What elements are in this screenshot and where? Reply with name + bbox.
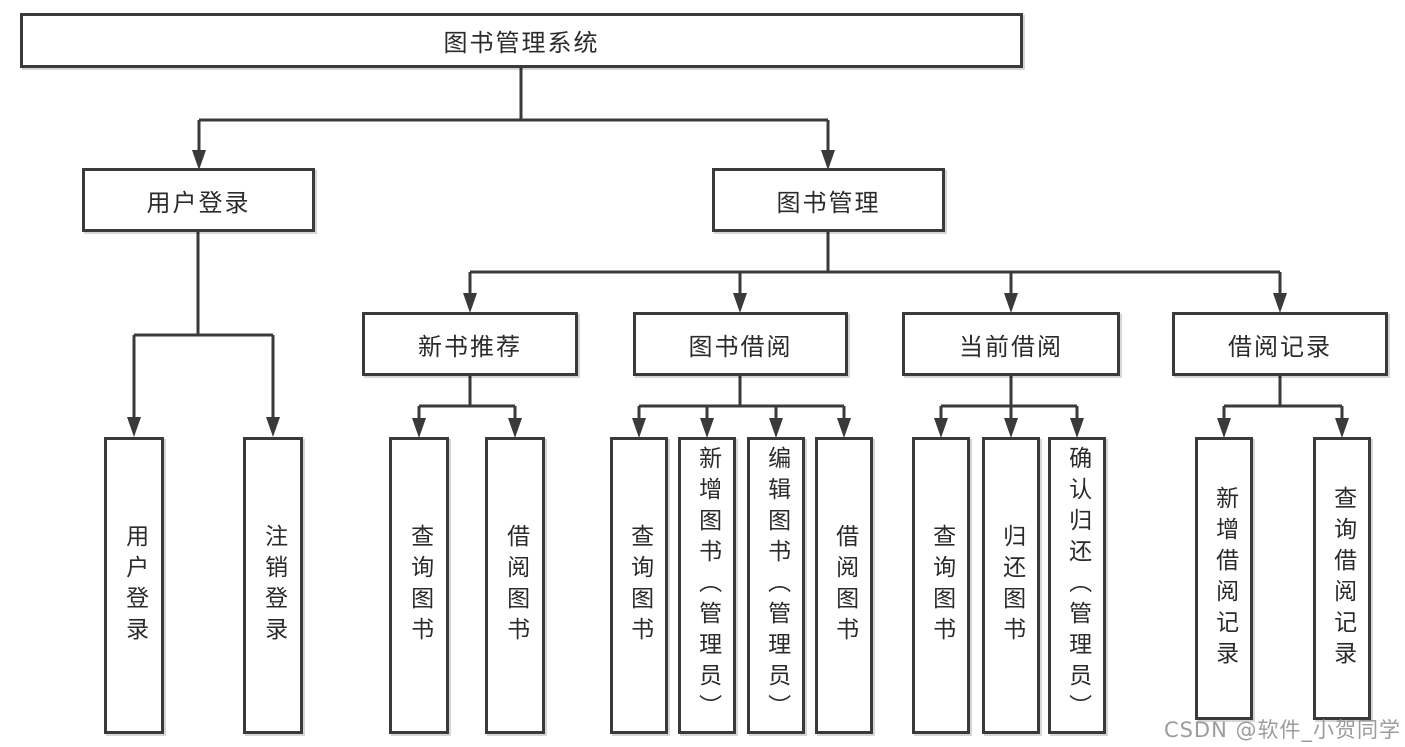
node-book-borrow: 图书借阅 xyxy=(633,312,848,376)
connector-paths xyxy=(132,68,1344,419)
node-borrow-records: 借阅记录 xyxy=(1172,312,1388,376)
leaf-label: 确认归还（管理员） xyxy=(1064,446,1091,725)
leaf-label: 新增图书（管理员） xyxy=(694,446,721,725)
leaf-newbooks-borrow: 借阅图书 xyxy=(485,437,545,734)
leaf-label: 查询图书 xyxy=(406,523,433,648)
leaf-record-add: 新增借阅记录 xyxy=(1195,437,1253,720)
leaf-user-login: 用户登录 xyxy=(104,437,164,734)
leaf-label: 借阅图书 xyxy=(502,523,529,648)
node-book-borrow-label: 图书借阅 xyxy=(688,332,793,361)
leaf-current-confirm: 确认归还（管理员） xyxy=(1048,437,1106,734)
leaf-logout: 注销登录 xyxy=(243,437,303,734)
node-current-borrow: 当前借阅 xyxy=(902,312,1120,376)
node-user-login: 用户登录 xyxy=(82,168,315,232)
leaf-label: 归还图书 xyxy=(998,523,1025,648)
arrowheads xyxy=(127,150,1349,438)
leaf-record-query: 查询借阅记录 xyxy=(1313,437,1371,720)
leaf-borrow-edit: 编辑图书（管理员） xyxy=(747,437,805,734)
leaf-current-query: 查询图书 xyxy=(912,437,970,734)
leaf-borrow-query: 查询图书 xyxy=(610,437,668,734)
node-root: 图书管理系统 xyxy=(20,13,1023,68)
leaf-borrow-book: 借阅图书 xyxy=(815,437,873,734)
node-borrow-records-label: 借阅记录 xyxy=(1228,332,1332,361)
leaf-label: 注销登录 xyxy=(260,523,287,648)
leaf-label: 查询图书 xyxy=(928,523,955,648)
leaf-label: 新增借阅记录 xyxy=(1211,485,1238,672)
leaf-label: 查询图书 xyxy=(626,523,653,648)
node-new-books: 新书推荐 xyxy=(362,312,578,376)
leaf-label: 编辑图书（管理员） xyxy=(763,446,790,725)
node-user-login-label: 用户登录 xyxy=(146,188,251,217)
leaf-borrow-add: 新增图书（管理员） xyxy=(678,437,736,734)
leaf-label: 查询借阅记录 xyxy=(1329,485,1356,672)
leaf-label: 用户登录 xyxy=(121,523,148,648)
node-book-mgmt: 图书管理 xyxy=(712,168,945,232)
node-book-mgmt-label: 图书管理 xyxy=(776,188,881,217)
leaf-newbooks-query: 查询图书 xyxy=(389,437,449,734)
leaf-current-return: 归还图书 xyxy=(982,437,1040,734)
node-new-books-label: 新书推荐 xyxy=(418,332,522,361)
node-current-borrow-label: 当前借阅 xyxy=(959,332,1063,361)
watermark: CSDN @软件_小贺同学 xyxy=(1163,718,1401,742)
leaf-label: 借阅图书 xyxy=(831,523,858,648)
node-root-label: 图书管理系统 xyxy=(443,29,600,57)
